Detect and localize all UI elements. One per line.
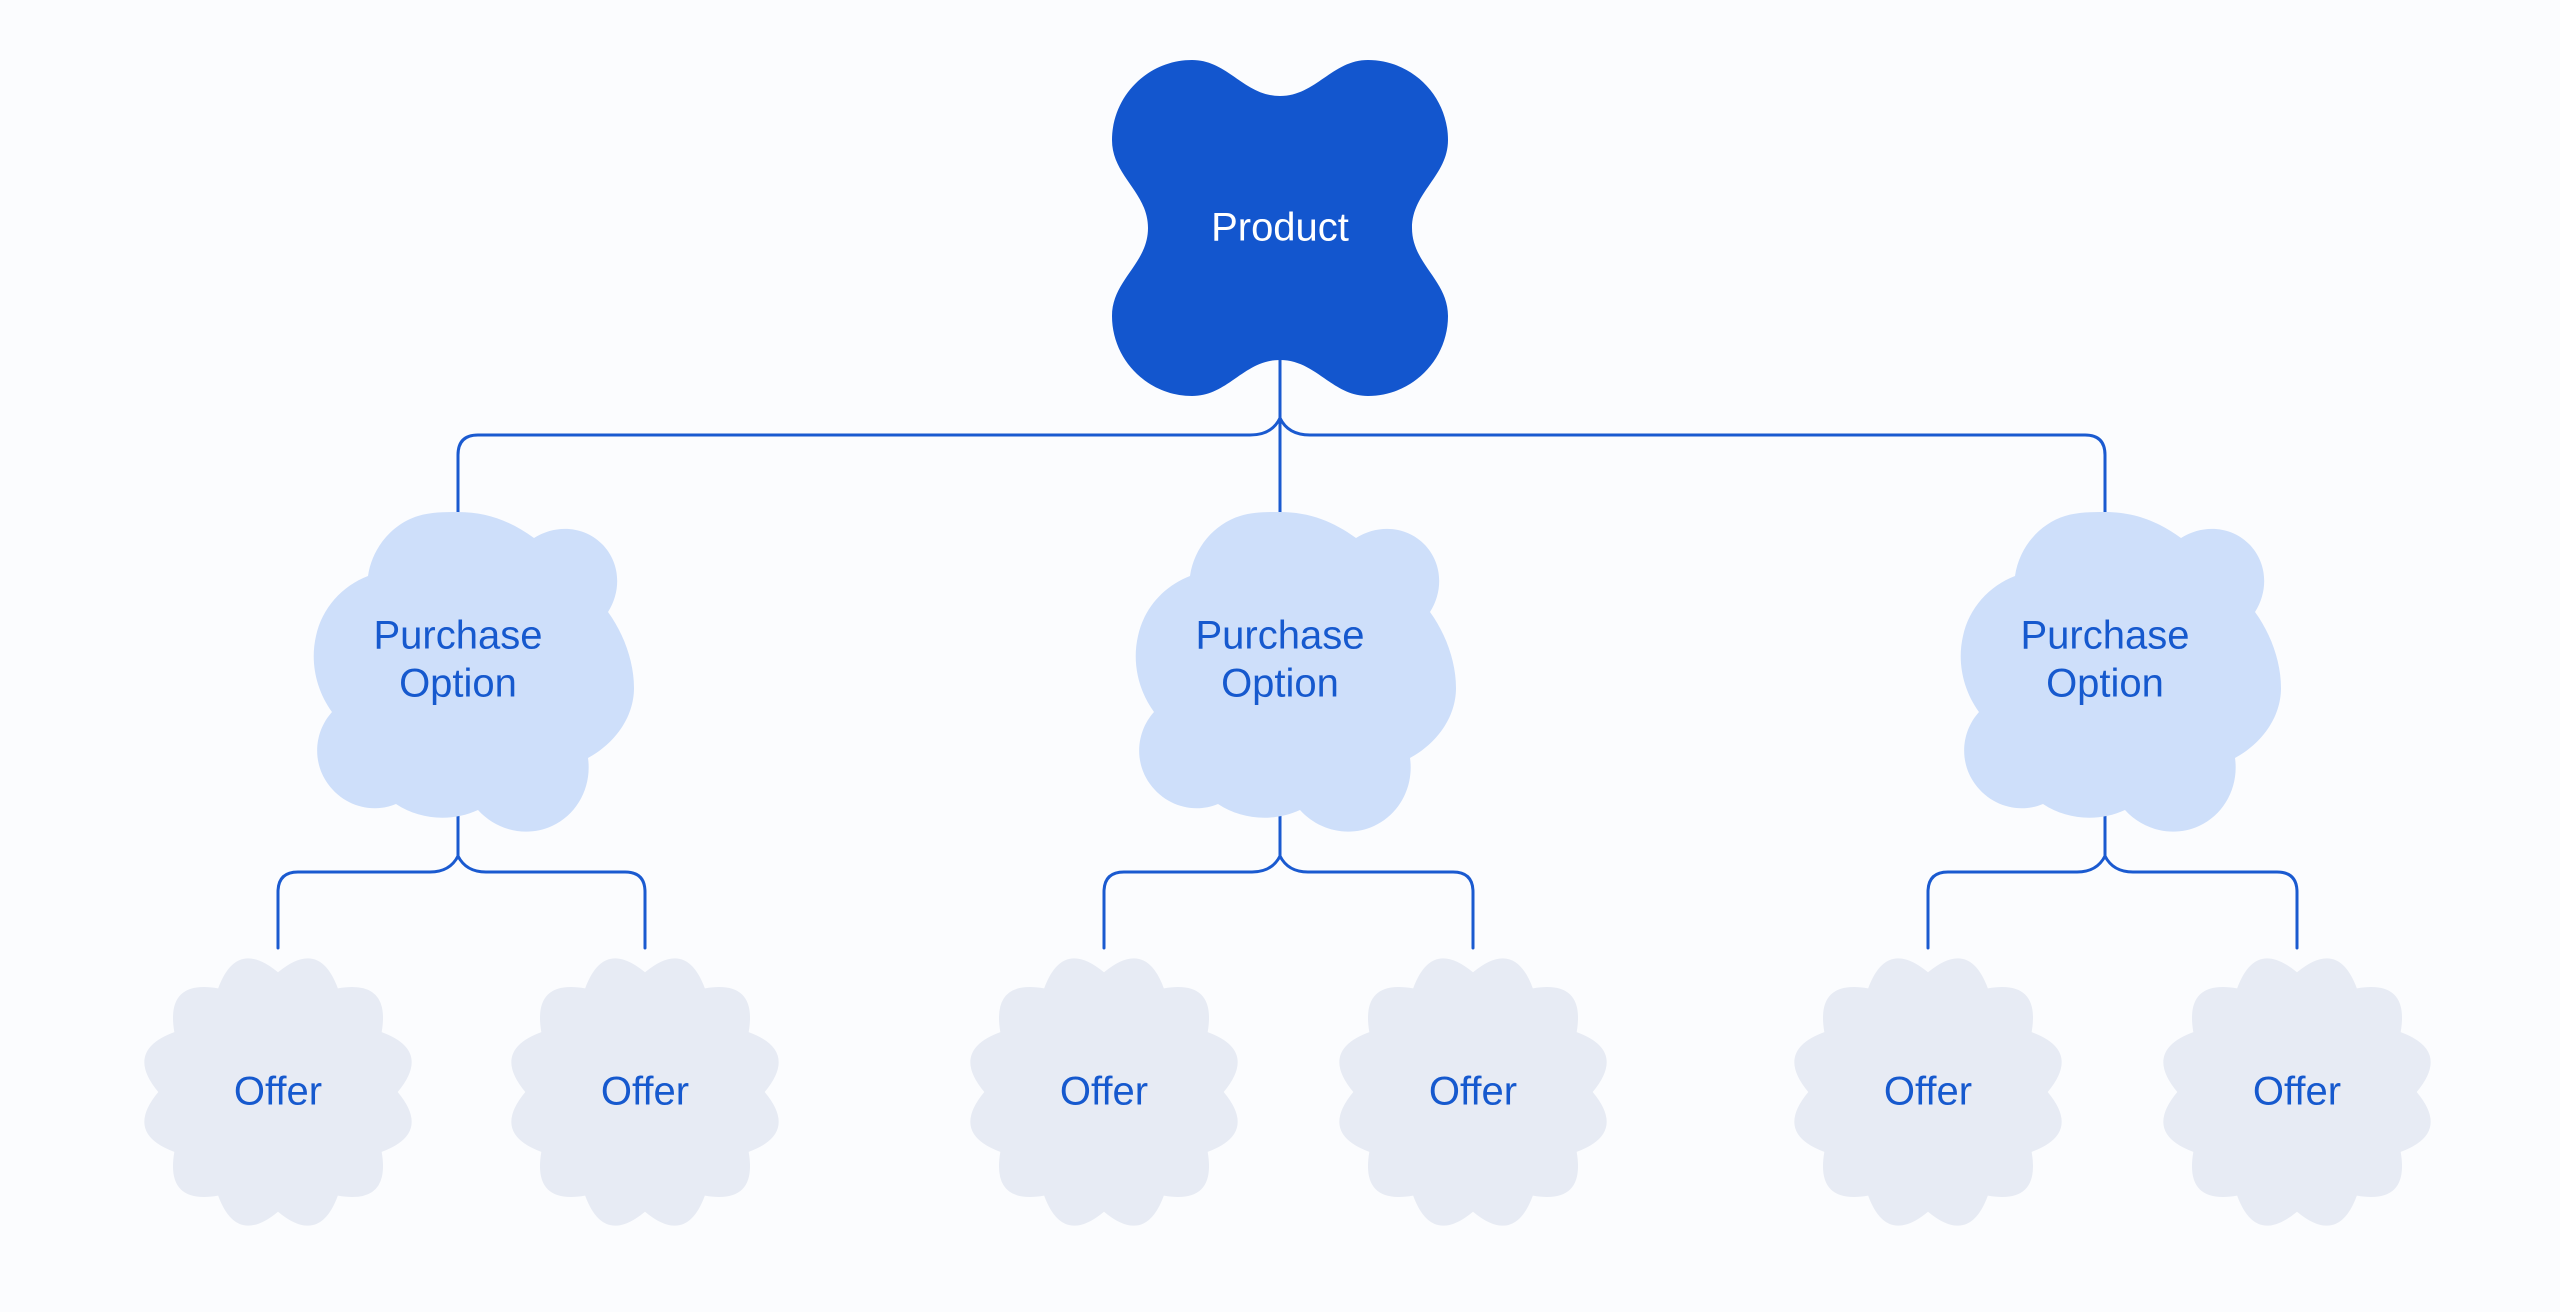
purchase-option-3-shape	[1960, 512, 2281, 832]
node-offer-3[interactable]: Offer	[970, 958, 1238, 1226]
offer-2-label: Offer	[601, 1070, 689, 1114]
purchase-option-2-label-line2: Option	[1221, 662, 1339, 706]
offer-2-shape	[511, 958, 779, 1226]
offer-3-shape	[970, 958, 1238, 1226]
node-offer-1[interactable]: Offer	[144, 958, 412, 1226]
offer-3-label: Offer	[1060, 1070, 1148, 1114]
edge-group1-bus	[276, 854, 647, 950]
node-offer-2[interactable]: Offer	[511, 958, 779, 1226]
purchase-option-1-label-line2: Option	[399, 662, 517, 706]
node-purchase-option-2[interactable]: Purchase Option	[1135, 512, 1456, 832]
offer-1-shape	[144, 958, 412, 1226]
offer-6-label: Offer	[2253, 1070, 2341, 1114]
edge-level1-bus	[456, 416, 2107, 514]
node-offer-6[interactable]: Offer	[2163, 958, 2431, 1226]
purchase-option-3-label-line2: Option	[2046, 662, 2164, 706]
node-purchase-option-1[interactable]: Purchase Option	[313, 512, 635, 832]
offer-1-label: Offer	[234, 1070, 322, 1114]
edge-group3-bus	[1926, 854, 2299, 950]
offer-6-shape	[2163, 958, 2431, 1226]
offer-5-label: Offer	[1884, 1070, 1972, 1114]
node-offer-5[interactable]: Offer	[1794, 958, 2062, 1226]
purchase-option-2-shape	[1135, 512, 1456, 832]
offer-4-shape	[1339, 958, 1607, 1226]
purchase-option-group: Purchase Option Purchase Option Purchase…	[313, 512, 2281, 832]
edge-group2-bus	[1102, 854, 1475, 950]
node-product[interactable]: Product	[1112, 60, 1448, 396]
offer-4-label: Offer	[1429, 1070, 1517, 1114]
product-node-label: Product	[1211, 206, 1349, 250]
purchase-option-1-label-line1: Purchase	[374, 614, 543, 658]
purchase-option-1-shape	[313, 512, 635, 832]
purchase-option-3-label-line1: Purchase	[2021, 614, 2190, 658]
offer-5-shape	[1794, 958, 2062, 1226]
node-offer-4[interactable]: Offer	[1339, 958, 1607, 1226]
offer-group: Offer Offer Offer Offer Offer Offer	[144, 958, 2431, 1226]
node-purchase-option-3[interactable]: Purchase Option	[1960, 512, 2281, 832]
purchase-option-2-label-line1: Purchase	[1196, 614, 1365, 658]
